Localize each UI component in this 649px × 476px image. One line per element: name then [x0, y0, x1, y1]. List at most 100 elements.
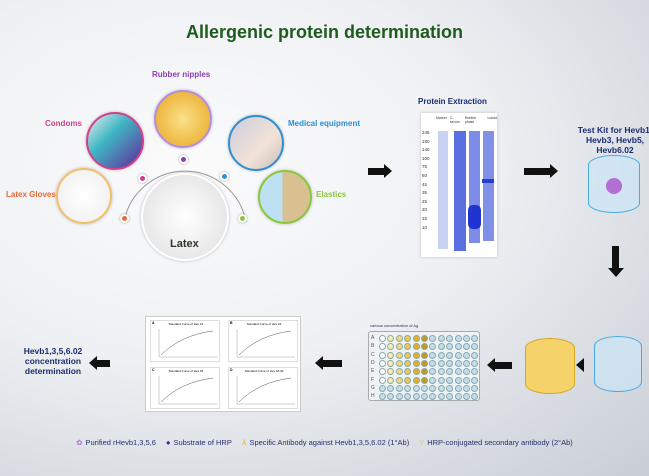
curve-plot [236, 329, 295, 358]
plate-well [471, 335, 479, 342]
plate-well [387, 359, 395, 367]
plate-well [429, 376, 437, 384]
plate-well [421, 351, 428, 359]
chart-title: Standard Curve of Hev b5 [168, 369, 204, 373]
plate-well [454, 384, 462, 392]
plate-well [421, 376, 428, 384]
arrow-left-icon [315, 356, 342, 370]
plate-well [395, 351, 403, 359]
plate-well [412, 368, 420, 376]
plate-well [454, 335, 462, 342]
plate-well [379, 376, 386, 384]
plate-well [412, 393, 420, 401]
plate-well [429, 384, 437, 392]
plate-row-label: A [371, 335, 375, 341]
result-label: Hevb1,3,5,6.02 concentration determinati… [23, 346, 83, 376]
plate-well [446, 376, 454, 384]
plate-well [395, 384, 403, 392]
chart-panel-letter: A [152, 321, 155, 325]
plate-well [446, 384, 454, 392]
plate-well [437, 335, 445, 342]
lane-label: Rubber phase [464, 116, 477, 124]
arrow-down-head [608, 268, 624, 277]
marker-label: 35 [422, 190, 428, 196]
plate-well [421, 335, 428, 342]
plate-well [463, 335, 470, 342]
marker-label: 245 [422, 130, 430, 135]
primary-antibody-icon: ⅄ [241, 438, 247, 447]
curve-plot [158, 329, 217, 358]
test-kit-label: Test Kit for Hevb1, Hevb3, Hevb5, Hevb6.… [577, 125, 649, 155]
arrow-right-icon [524, 164, 558, 178]
plate-well [429, 368, 437, 376]
chart-title: Standard Curve of Hev b3 [246, 322, 282, 326]
plate-well [421, 384, 428, 392]
well-with-antigen-icon [594, 336, 642, 392]
marker-label: 60 [422, 172, 428, 178]
legend-text: Substrate of HRP [173, 438, 232, 447]
label-condoms: Condoms [45, 119, 82, 128]
legend: ✿Purified rHevb1,3,5,6 ●Substrate of HRP… [0, 438, 649, 447]
plate-well [429, 351, 437, 359]
plate-well [421, 393, 428, 401]
plate-well [379, 393, 386, 401]
plate-well [454, 351, 462, 359]
plate-well [446, 368, 454, 376]
chart-title: Standard Curve of Hev b1 [168, 322, 204, 326]
legend-text: Purified rHevb1,3,5,6 [85, 438, 156, 447]
plate-well [395, 368, 403, 376]
test-kit-well-icon [588, 155, 640, 213]
plate-well [454, 343, 462, 351]
plate-well [395, 343, 403, 351]
plate-well [404, 393, 412, 401]
rubber-nipples-image [154, 90, 212, 148]
plate-row-label: E [371, 368, 375, 375]
marker-label: 180 [422, 138, 430, 144]
plate-well [454, 393, 462, 401]
plate-well [446, 359, 454, 367]
plate-well [454, 376, 462, 384]
chart-title: Standard Curve of Hev b6.02 [244, 369, 284, 373]
plate-well [412, 351, 420, 359]
plate-well [412, 343, 420, 351]
plate-well [429, 359, 437, 367]
plate-well [404, 384, 412, 392]
plate-well [463, 376, 470, 384]
plate-row-label: F [371, 376, 375, 383]
latex-image [141, 173, 229, 261]
marker-label: 25 [422, 198, 428, 204]
plate-well [437, 343, 445, 351]
plate-well [463, 359, 470, 367]
plate-well [404, 359, 412, 367]
lane-label: C-serum [449, 116, 460, 124]
condoms-dot [138, 174, 147, 183]
plate-well [471, 376, 479, 384]
plate-well [429, 335, 437, 342]
legend-item: ⅄Specific Antibody against Hevb1,3,5,6.0… [242, 438, 409, 447]
label-medical-equipment: Medical equipment [288, 119, 361, 128]
protein-extraction-label: Protein Extraction [418, 97, 487, 106]
label-rubber-nipples: Rubber nipples [152, 70, 211, 79]
plate-well [446, 335, 454, 342]
plate-well [429, 343, 437, 351]
plate-well [471, 368, 479, 376]
plate-row-label: B [371, 343, 375, 350]
plate-well [379, 351, 386, 359]
plate-well [421, 343, 428, 351]
plate-well [404, 368, 412, 376]
marker-label: 10 [422, 224, 428, 230]
arrow-left-icon [487, 358, 512, 372]
condoms-image [86, 112, 144, 170]
plate-well [463, 368, 470, 376]
curve-plot [158, 376, 217, 405]
antigen-antibody-icon [606, 178, 622, 194]
plate-well [404, 351, 412, 359]
plate-well [395, 393, 403, 401]
plate-well [437, 351, 445, 359]
plate-well [429, 393, 437, 401]
lane-label: Marker [436, 116, 447, 120]
plate-row-label: G [371, 384, 375, 391]
